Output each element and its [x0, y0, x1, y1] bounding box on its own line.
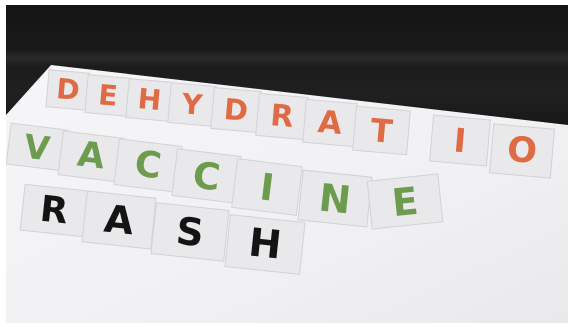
letter: H: [136, 82, 163, 117]
letter: A: [102, 196, 136, 244]
letter-card: E: [84, 74, 132, 117]
letter: R: [38, 188, 70, 232]
letter-card: R: [19, 183, 89, 238]
letter-card: H: [224, 214, 306, 275]
letter: A: [316, 103, 344, 142]
letter: N: [316, 174, 354, 223]
letter-card: H: [125, 78, 174, 122]
letter: C: [132, 143, 164, 187]
letter-card: C: [171, 148, 242, 204]
couch-seam: [6, 49, 568, 67]
letter: E: [97, 77, 120, 113]
letter-card: A: [302, 98, 358, 148]
letter-card: D: [45, 69, 91, 111]
letter: C: [190, 153, 223, 199]
letter-card: T: [352, 105, 411, 156]
letter: E: [389, 178, 421, 225]
letter-card: E: [366, 173, 444, 230]
letter-card: I: [429, 114, 491, 167]
letter: R: [268, 97, 296, 135]
letter: H: [246, 220, 284, 269]
letter: A: [75, 134, 107, 178]
letter-card: Y: [167, 82, 217, 127]
letter-card: O: [488, 123, 556, 179]
letter: Y: [180, 86, 204, 122]
letter: D: [222, 91, 250, 128]
letter: O: [505, 129, 539, 172]
letter-card: A: [81, 190, 157, 250]
letter-card: N: [297, 169, 373, 228]
letter-card: R: [255, 92, 309, 141]
letter-card: S: [150, 202, 230, 262]
letter-card: I: [231, 158, 303, 216]
letter: V: [21, 126, 53, 168]
letter: I: [257, 164, 277, 210]
letter: S: [174, 208, 206, 256]
letter: T: [368, 110, 395, 151]
letter-card: D: [210, 86, 262, 134]
letter: I: [452, 120, 468, 161]
letter: D: [55, 72, 82, 107]
photo: D E H Y D R A T I O V A C C I N E R A S …: [6, 5, 568, 323]
